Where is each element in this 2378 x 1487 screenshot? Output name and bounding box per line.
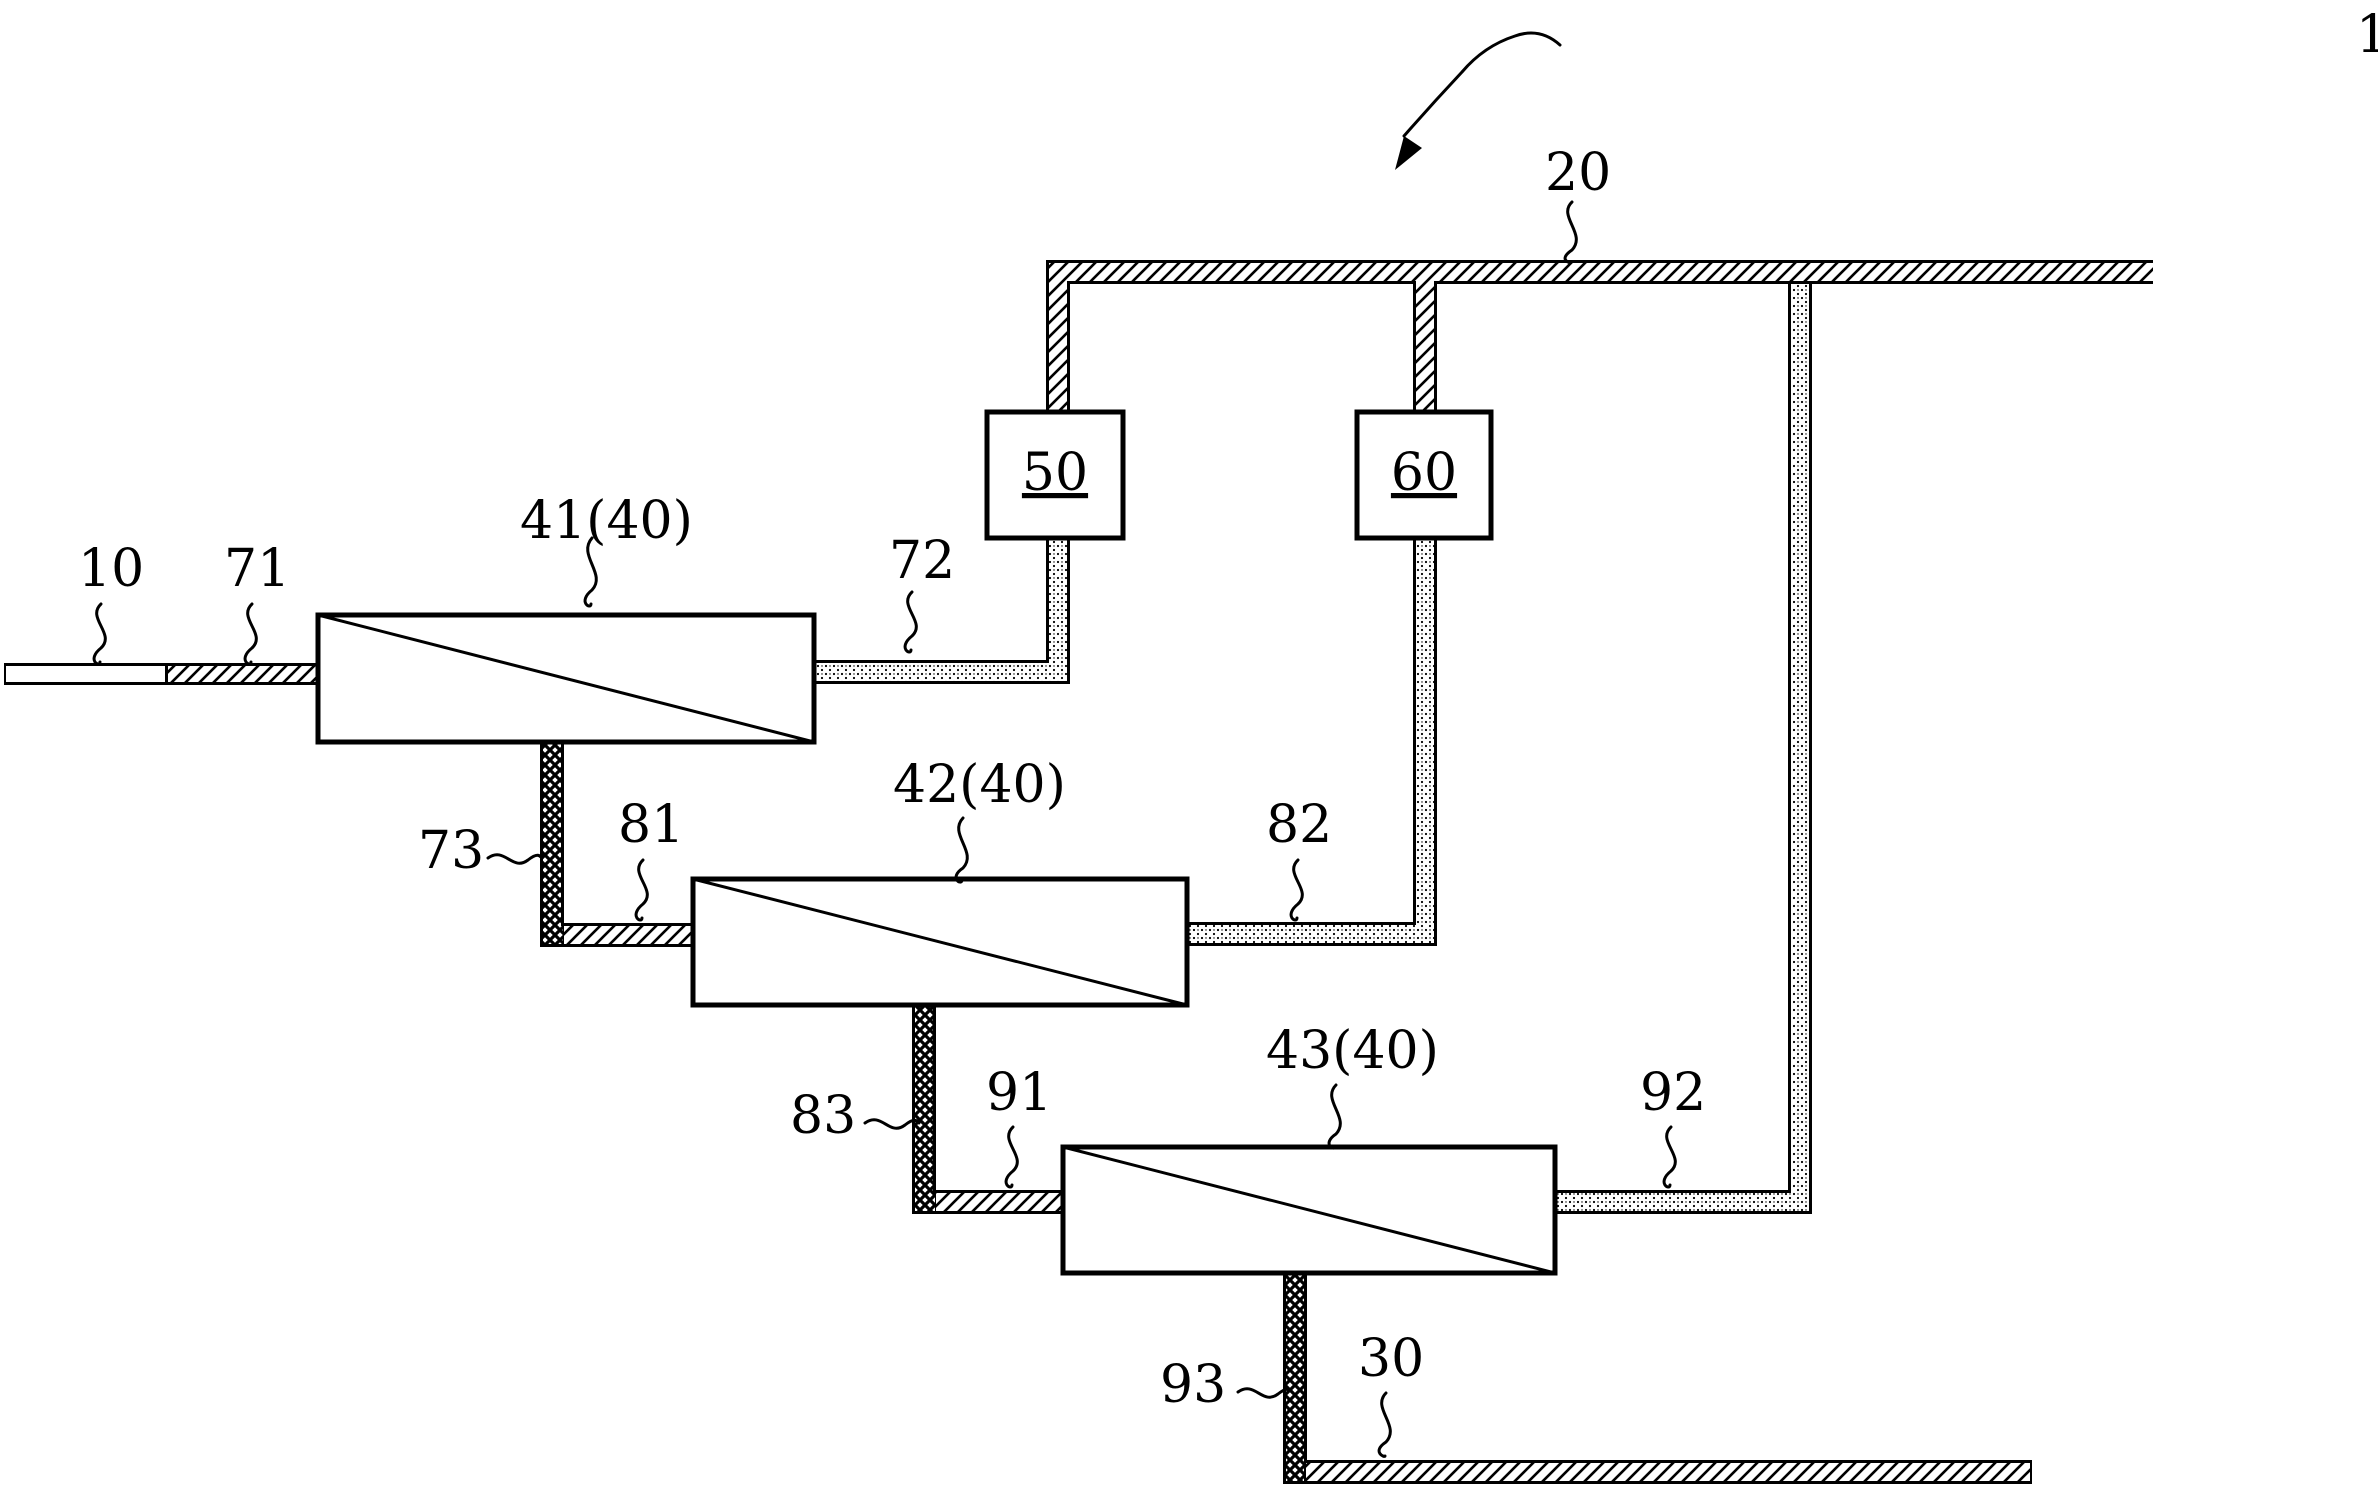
reject-pipe-label: 30 — [1358, 1329, 1424, 1389]
product-pipe-label: 20 — [1545, 143, 1611, 203]
module-41-label: 41(40) — [520, 491, 693, 551]
stream-73-pipe — [540, 742, 572, 947]
stream-71-label: 71 — [224, 539, 290, 599]
stream-81-label: 81 — [618, 795, 684, 855]
system-label: 1 — [2356, 5, 2378, 65]
module-43-label: 43(40) — [1266, 1021, 1439, 1081]
unit-50: 50 — [984, 409, 1126, 541]
stream-72-pipe — [815, 538, 1070, 684]
stream-82-pipe — [1188, 538, 1437, 946]
product-pipe-20 — [1046, 260, 2153, 412]
stream-72-label: 72 — [889, 531, 955, 591]
stream-83-pipe — [912, 1006, 944, 1214]
membrane-module-43 — [1060, 1144, 1558, 1276]
feed-pipe-label: 10 — [78, 539, 144, 599]
stream-92-label: 92 — [1640, 1063, 1706, 1123]
stream-92-pipe — [1556, 282, 1812, 1214]
unit-60: 60 — [1354, 409, 1494, 541]
module-42-label: 42(40) — [893, 755, 1066, 815]
stream-93-label: 93 — [1160, 1355, 1226, 1415]
stream-83-label: 83 — [790, 1086, 856, 1146]
membrane-module-41 — [315, 612, 817, 745]
membrane-module-42 — [690, 876, 1190, 1008]
unit-50-label: 50 — [1022, 443, 1088, 503]
leader-lines — [92, 31, 1677, 1458]
stream-82-label: 82 — [1266, 795, 1332, 855]
system-arrow-icon — [1395, 136, 1422, 170]
unit-60-label: 60 — [1391, 443, 1457, 503]
stream-73-label: 73 — [418, 821, 484, 881]
stream-93-pipe — [1283, 1273, 1312, 1484]
stream-91-label: 91 — [986, 1063, 1052, 1123]
